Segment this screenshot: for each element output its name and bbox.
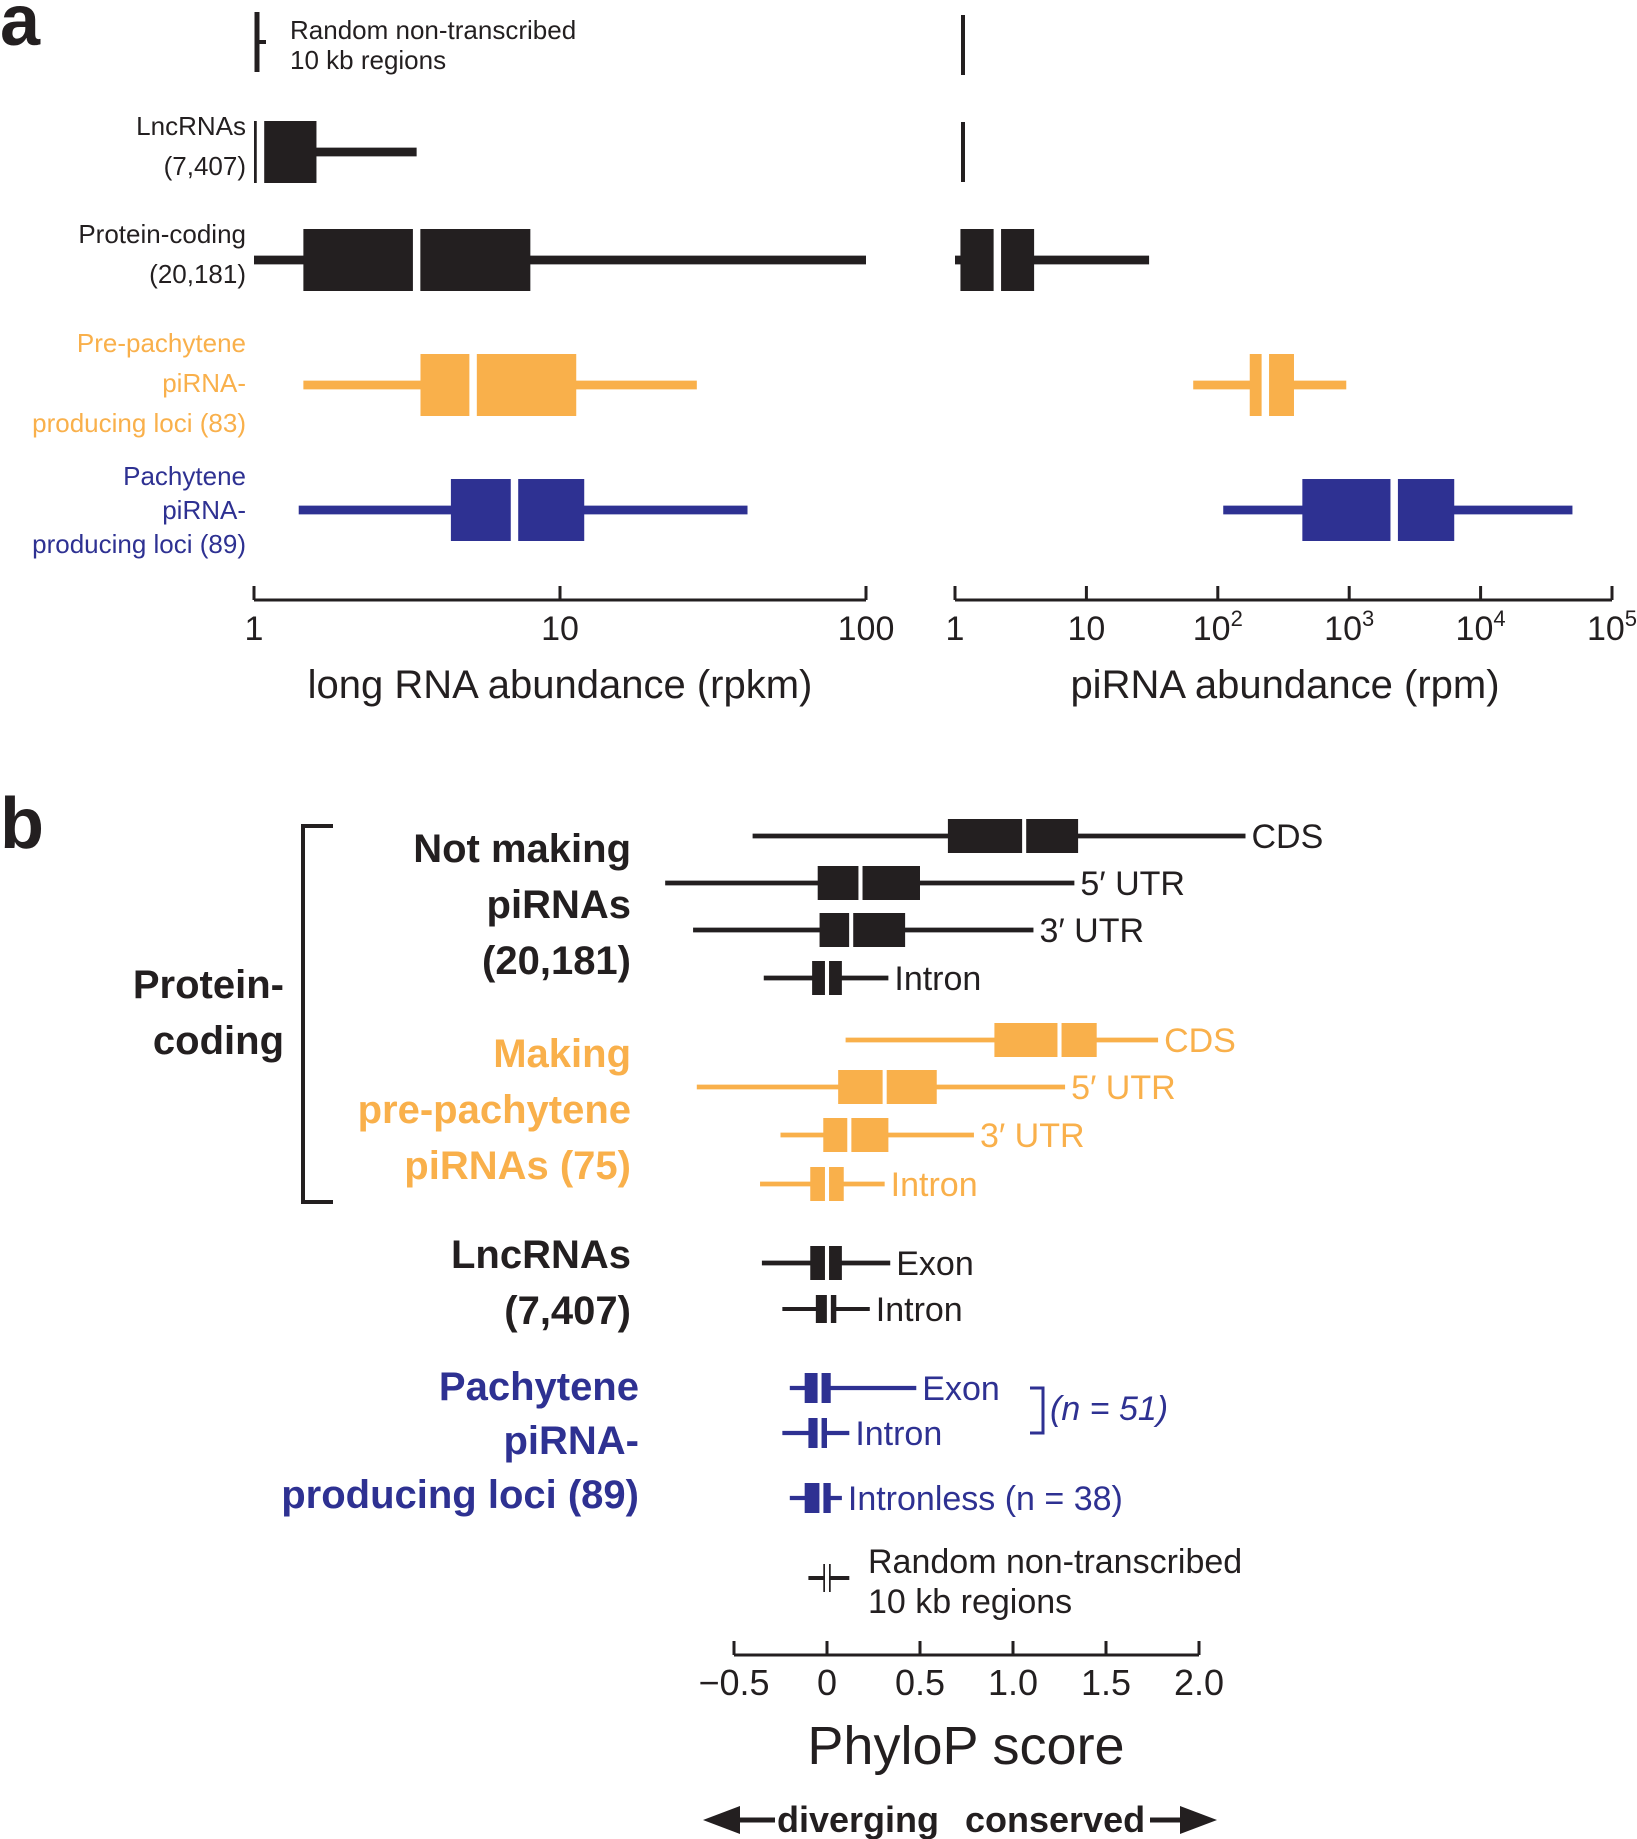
arrow-right-icon xyxy=(1180,1806,1217,1834)
b-label-making-line1: Making xyxy=(493,1032,631,1076)
b-lncrnas-intron-label: Intron xyxy=(876,1291,963,1329)
b-label-lncrna-line1: LncRNAs xyxy=(451,1233,631,1277)
direction-arrows: diverging conserved xyxy=(703,1799,1217,1839)
b-making-pre-pachytene-pirnas-5-utr-label: 5′ UTR xyxy=(1071,1069,1176,1107)
protein-coding-bracket xyxy=(301,824,333,1204)
a-label-pachytene-line1: Pachytene xyxy=(123,461,246,491)
b-not-making-pirnas-cds-label: CDS xyxy=(1252,818,1324,856)
a-right-tick-label: 102 xyxy=(1193,606,1243,648)
a-right-tick-label: 104 xyxy=(1456,606,1506,648)
b-label-pachytene-line1: Pachytene xyxy=(439,1365,639,1409)
a-right-pre-pachytene-pirna-producing-loci-83-box xyxy=(1249,354,1294,416)
b-tick-label: 2.0 xyxy=(1174,1662,1224,1703)
b-tick-label: 0 xyxy=(817,1662,837,1703)
b-not-making-pirnas-cds-box xyxy=(947,819,1079,853)
a-label-prepachytene-line2: piRNA- xyxy=(162,368,246,398)
b-label-lncrna-line2: (7,407) xyxy=(504,1289,631,1333)
brace-note: (n = 51) xyxy=(1050,1390,1168,1428)
a-label-prepachytene-line3: producing loci (83) xyxy=(32,408,246,438)
b-label-pachytene-line2: piRNA- xyxy=(503,1419,639,1463)
b-not-making-pirnas-5-utr-box xyxy=(817,866,920,900)
a-label-pachytene-line2: piRNA- xyxy=(162,495,246,525)
a-label-random-line2: 10 kb regions xyxy=(290,45,446,75)
b-pachytene-pirna-producing-loci-intronless-n-38-label: Intronless (n = 38) xyxy=(848,1480,1123,1518)
b-label-notmaking-line2: piRNAs xyxy=(487,883,631,927)
b-pachytene-pirna-producing-loci-exon-label: Exon xyxy=(922,1370,1000,1408)
panel-b-letter: b xyxy=(0,784,44,864)
a-label-random-line1: Random non-transcribed xyxy=(290,15,576,45)
a-right-tick-label: 1 xyxy=(946,610,965,648)
a-right-axis-title: piRNA abundance (rpm) xyxy=(1070,663,1499,707)
a-left-tick-label: 100 xyxy=(838,610,895,648)
b-not-making-pirnas-3-utr-box xyxy=(819,913,906,947)
a-label-proteincoding-line1: Protein-coding xyxy=(78,219,246,249)
b-label-making-line2: pre-pachytene xyxy=(358,1088,631,1132)
a-right-tick-label: 105 xyxy=(1587,606,1637,648)
chart-a-pirna: 1 10 102 103 104 105 piRNA abundance (rpm) xyxy=(946,15,1637,707)
a-left-pre-pachytene-pirna-producing-loci-83-box xyxy=(420,354,577,416)
a-label-lncrna-line1: LncRNAs xyxy=(136,111,246,141)
b-not-making-pirnas-intron-label: Intron xyxy=(894,960,981,998)
a-label-pachytene-line3: producing loci (89) xyxy=(32,529,246,559)
b-label-notmaking-line3: (20,181) xyxy=(482,939,631,983)
a-label-prepachytene-line1: Pre-pachytene xyxy=(77,328,246,358)
b-making-pre-pachytene-pirnas-intron-label: Intron xyxy=(891,1166,978,1204)
a-right-tick-label: 103 xyxy=(1324,606,1374,648)
a-label-proteincoding-line2: (20,181) xyxy=(149,259,246,289)
a-left-lncrnas-7-407-box xyxy=(254,121,317,183)
arrow-left-icon xyxy=(703,1806,740,1834)
b-axis-title: PhyloP score xyxy=(807,1716,1124,1776)
b-label-protein-line1: Protein- xyxy=(133,963,284,1007)
a-right-tick-label: 10 xyxy=(1067,610,1105,648)
b-making-pre-pachytene-pirnas-5-utr-box xyxy=(838,1070,937,1104)
b-label-pachytene-line3: producing loci (89) xyxy=(281,1473,639,1517)
b-label-protein-line2: coding xyxy=(153,1019,284,1063)
panel-a-group-labels: Random non-transcribed 10 kb regions Lnc… xyxy=(32,15,576,559)
b-label-making-line3: piRNAs (75) xyxy=(404,1144,631,1188)
b-random-line1: Random non-transcribed xyxy=(868,1543,1242,1581)
chart-a-long-rna: 1 10 100 long RNA abundance (rpkm) xyxy=(245,12,895,707)
a-right-pachytene-pirna-producing-loci-89-box xyxy=(1302,479,1455,541)
b-making-pre-pachytene-pirnas-3-utr-label: 3′ UTR xyxy=(980,1117,1085,1155)
b-making-pre-pachytene-pirnas-cds-label: CDS xyxy=(1164,1022,1236,1060)
b-pachytene-pirna-producing-loci-intronless-n-38-box xyxy=(804,1483,831,1513)
b-label-notmaking-line1: Not making xyxy=(413,827,631,871)
b-tick-label: 1.5 xyxy=(1081,1662,1131,1703)
b-random-line2: 10 kb regions xyxy=(868,1583,1072,1621)
a-label-lncrna-line2: (7,407) xyxy=(164,151,246,181)
b-lncrnas-exon-label: Exon xyxy=(896,1245,974,1283)
b-tick-label: 0.5 xyxy=(895,1662,945,1703)
b-lncrnas-intron-box xyxy=(815,1295,837,1323)
direction-left-label: diverging xyxy=(777,1799,939,1839)
b-making-pre-pachytene-pirnas-cds-box xyxy=(994,1023,1097,1057)
a-left-tick-label: 1 xyxy=(245,610,264,648)
direction-right-label: conserved xyxy=(965,1799,1145,1839)
pachytene-brace xyxy=(1030,1386,1045,1435)
b-making-pre-pachytene-pirnas-3-utr-box xyxy=(823,1118,889,1152)
a-left-axis-title: long RNA abundance (rpkm) xyxy=(308,663,813,707)
b-tick-label: 1.0 xyxy=(988,1662,1038,1703)
b-tick-label: −0.5 xyxy=(698,1662,769,1703)
b-not-making-pirnas-3-utr-label: 3′ UTR xyxy=(1039,912,1144,950)
a-left-tick-label: 10 xyxy=(541,610,579,648)
b-pachytene-pirna-producing-loci-intron-label: Intron xyxy=(855,1415,942,1453)
panel-a-letter: a xyxy=(0,0,41,61)
b-not-making-pirnas-5-utr-label: 5′ UTR xyxy=(1080,865,1185,903)
